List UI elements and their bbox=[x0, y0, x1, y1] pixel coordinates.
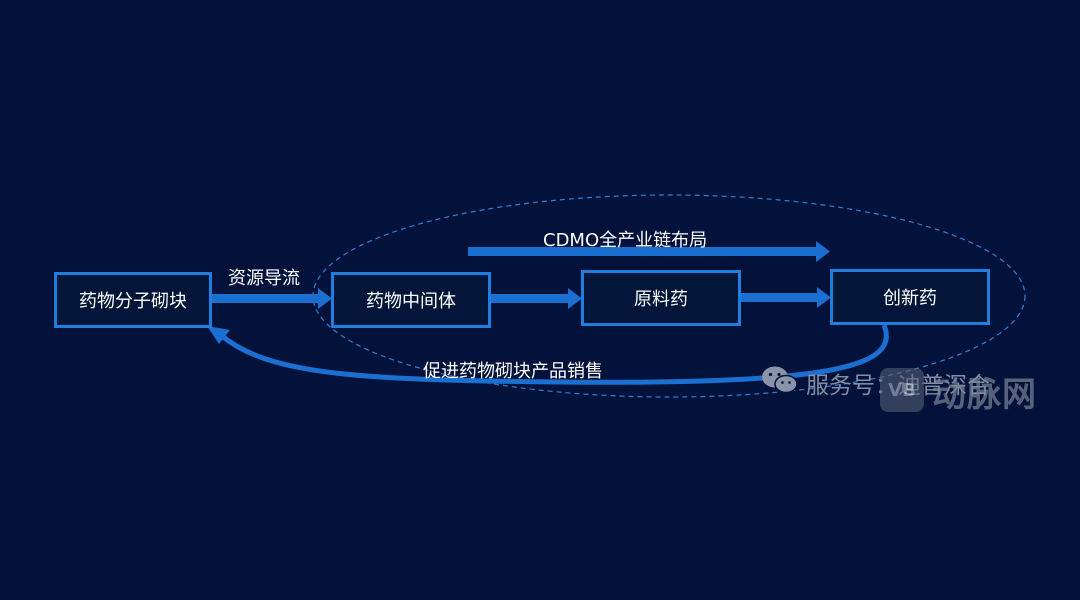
node-innovative-drugs: 创新药 bbox=[830, 269, 990, 325]
node-api: 原料药 bbox=[581, 270, 741, 326]
label-resource-flow: 资源导流 bbox=[228, 268, 300, 289]
label-promote-sales: 促进药物砌块产品销售 bbox=[423, 361, 603, 382]
cdmo-arrow bbox=[468, 241, 830, 262]
arrow-intermediates-to-api bbox=[491, 288, 582, 309]
arrow-blocks-to-intermediates bbox=[212, 288, 332, 309]
vb-logo-icon: VB bbox=[880, 368, 924, 412]
watermark-site-text: 动脉网 bbox=[932, 375, 1037, 415]
node-intermediates: 药物中间体 bbox=[331, 272, 491, 328]
node-building-blocks: 药物分子砌块 bbox=[54, 272, 212, 328]
arrow-api-to-innovative bbox=[741, 287, 831, 308]
feedback-curve-arrow bbox=[207, 324, 889, 385]
wechat-icon bbox=[762, 366, 798, 394]
label-cdmo-layout: CDMO全产业链布局 bbox=[543, 230, 708, 251]
